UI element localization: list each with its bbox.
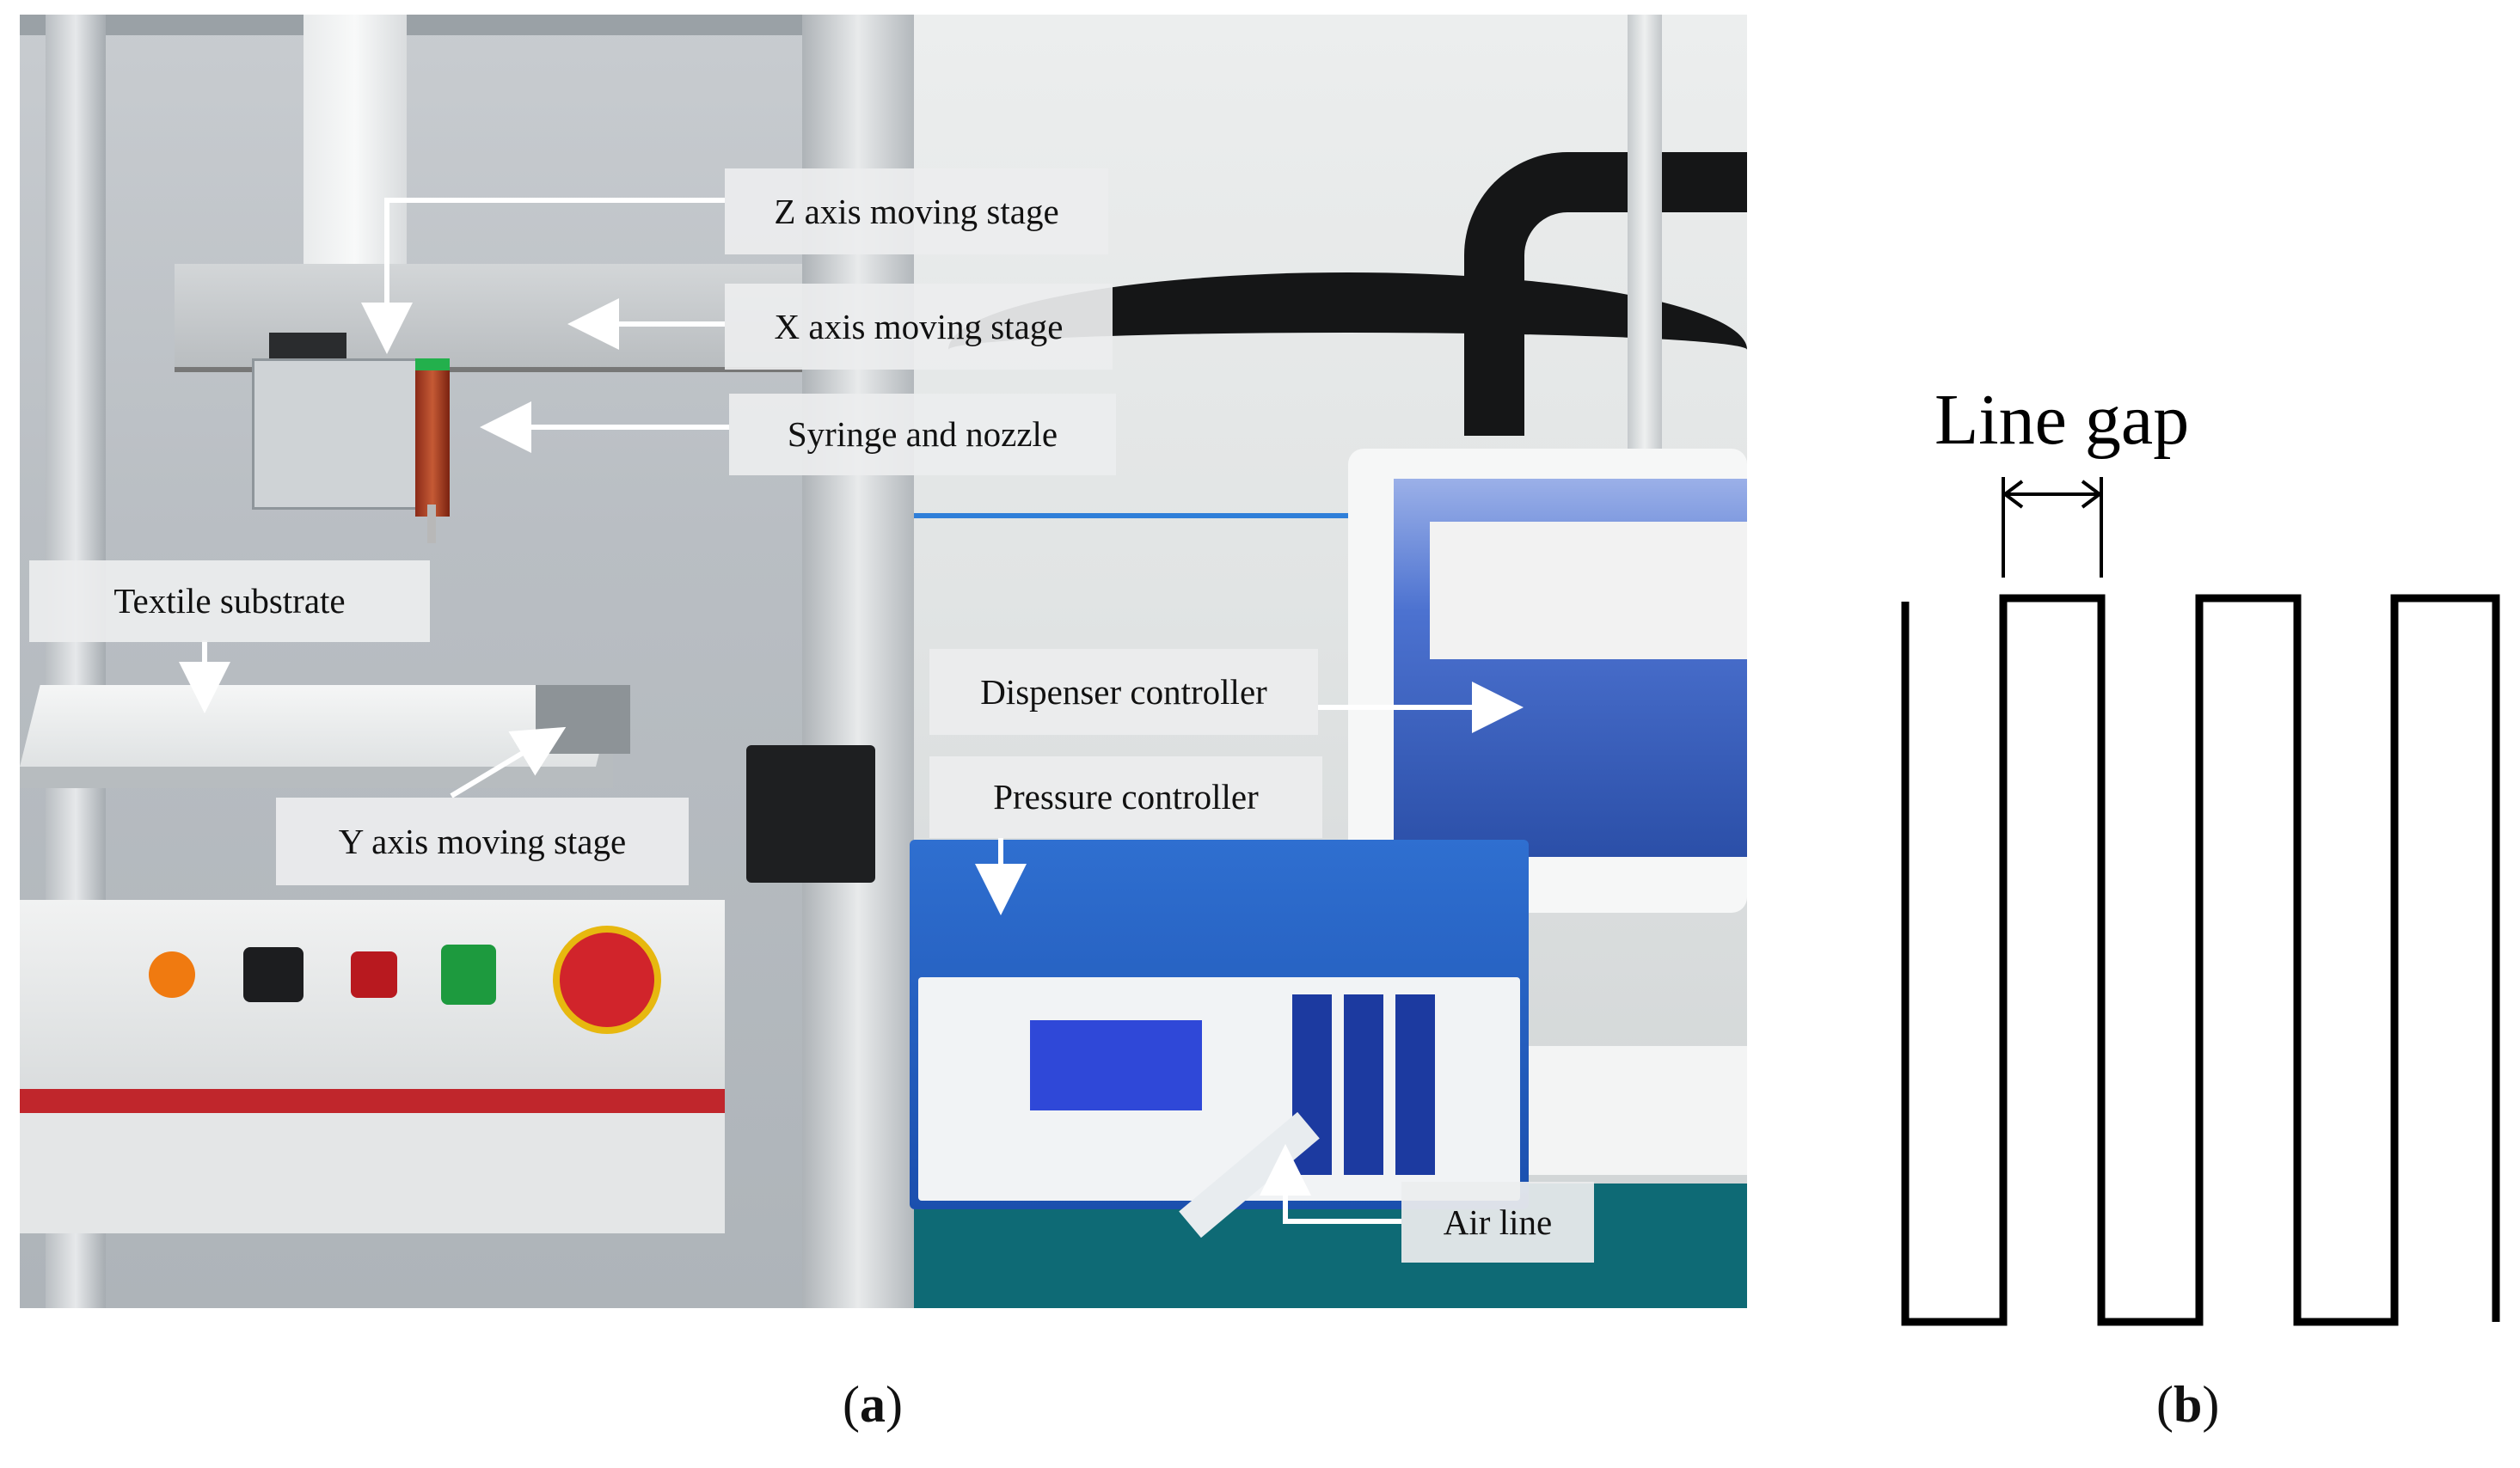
keyboard: [1520, 1046, 1747, 1175]
run-button: [351, 951, 397, 998]
base-connector-panel: [20, 1113, 725, 1233]
callout-z-axis: Z axis moving stage: [725, 168, 1108, 254]
program-spreadsheet: [1430, 522, 1747, 659]
line-gap-label: Line gap: [1934, 380, 2190, 460]
dispenser-lcd: [1030, 1020, 1202, 1110]
frame-post-right: [1628, 15, 1662, 530]
start-button: [441, 945, 496, 1005]
prog-no-switch: [243, 947, 304, 1002]
callout-dispenser: Dispenser controller: [929, 649, 1318, 735]
purge-button: [149, 951, 195, 998]
callout-pressure: Pressure controller: [929, 756, 1322, 838]
callout-air-line: Air line: [1401, 1182, 1594, 1263]
dispenser-keypad: [1292, 994, 1447, 1175]
y-axis-arrow: [450, 726, 567, 798]
double-headed-arrow-icon: [2002, 480, 2103, 509]
air-tube: [914, 513, 1361, 518]
door-hinge: [746, 745, 875, 883]
callout-syringe: Syringe and nozzle: [729, 394, 1116, 475]
nozzle: [427, 505, 436, 543]
callout-y-axis: Y axis moving stage: [276, 798, 689, 885]
emergency-stop-button: [553, 926, 661, 1034]
base-label-strip: [20, 1089, 725, 1113]
callout-x-axis: X axis moving stage: [725, 284, 1113, 370]
air-line-arrow: [1260, 1144, 1401, 1224]
syringe: [415, 358, 450, 517]
caption-a: (a): [843, 1376, 903, 1433]
callout-textile: Textile substrate: [29, 560, 430, 642]
enclosure-frame: [20, 15, 914, 35]
caption-b: (b): [2156, 1376, 2220, 1433]
z-axis-stage: [252, 358, 420, 510]
serpentine-line: [1901, 594, 2500, 1326]
z-axis-arrow: [361, 198, 725, 354]
